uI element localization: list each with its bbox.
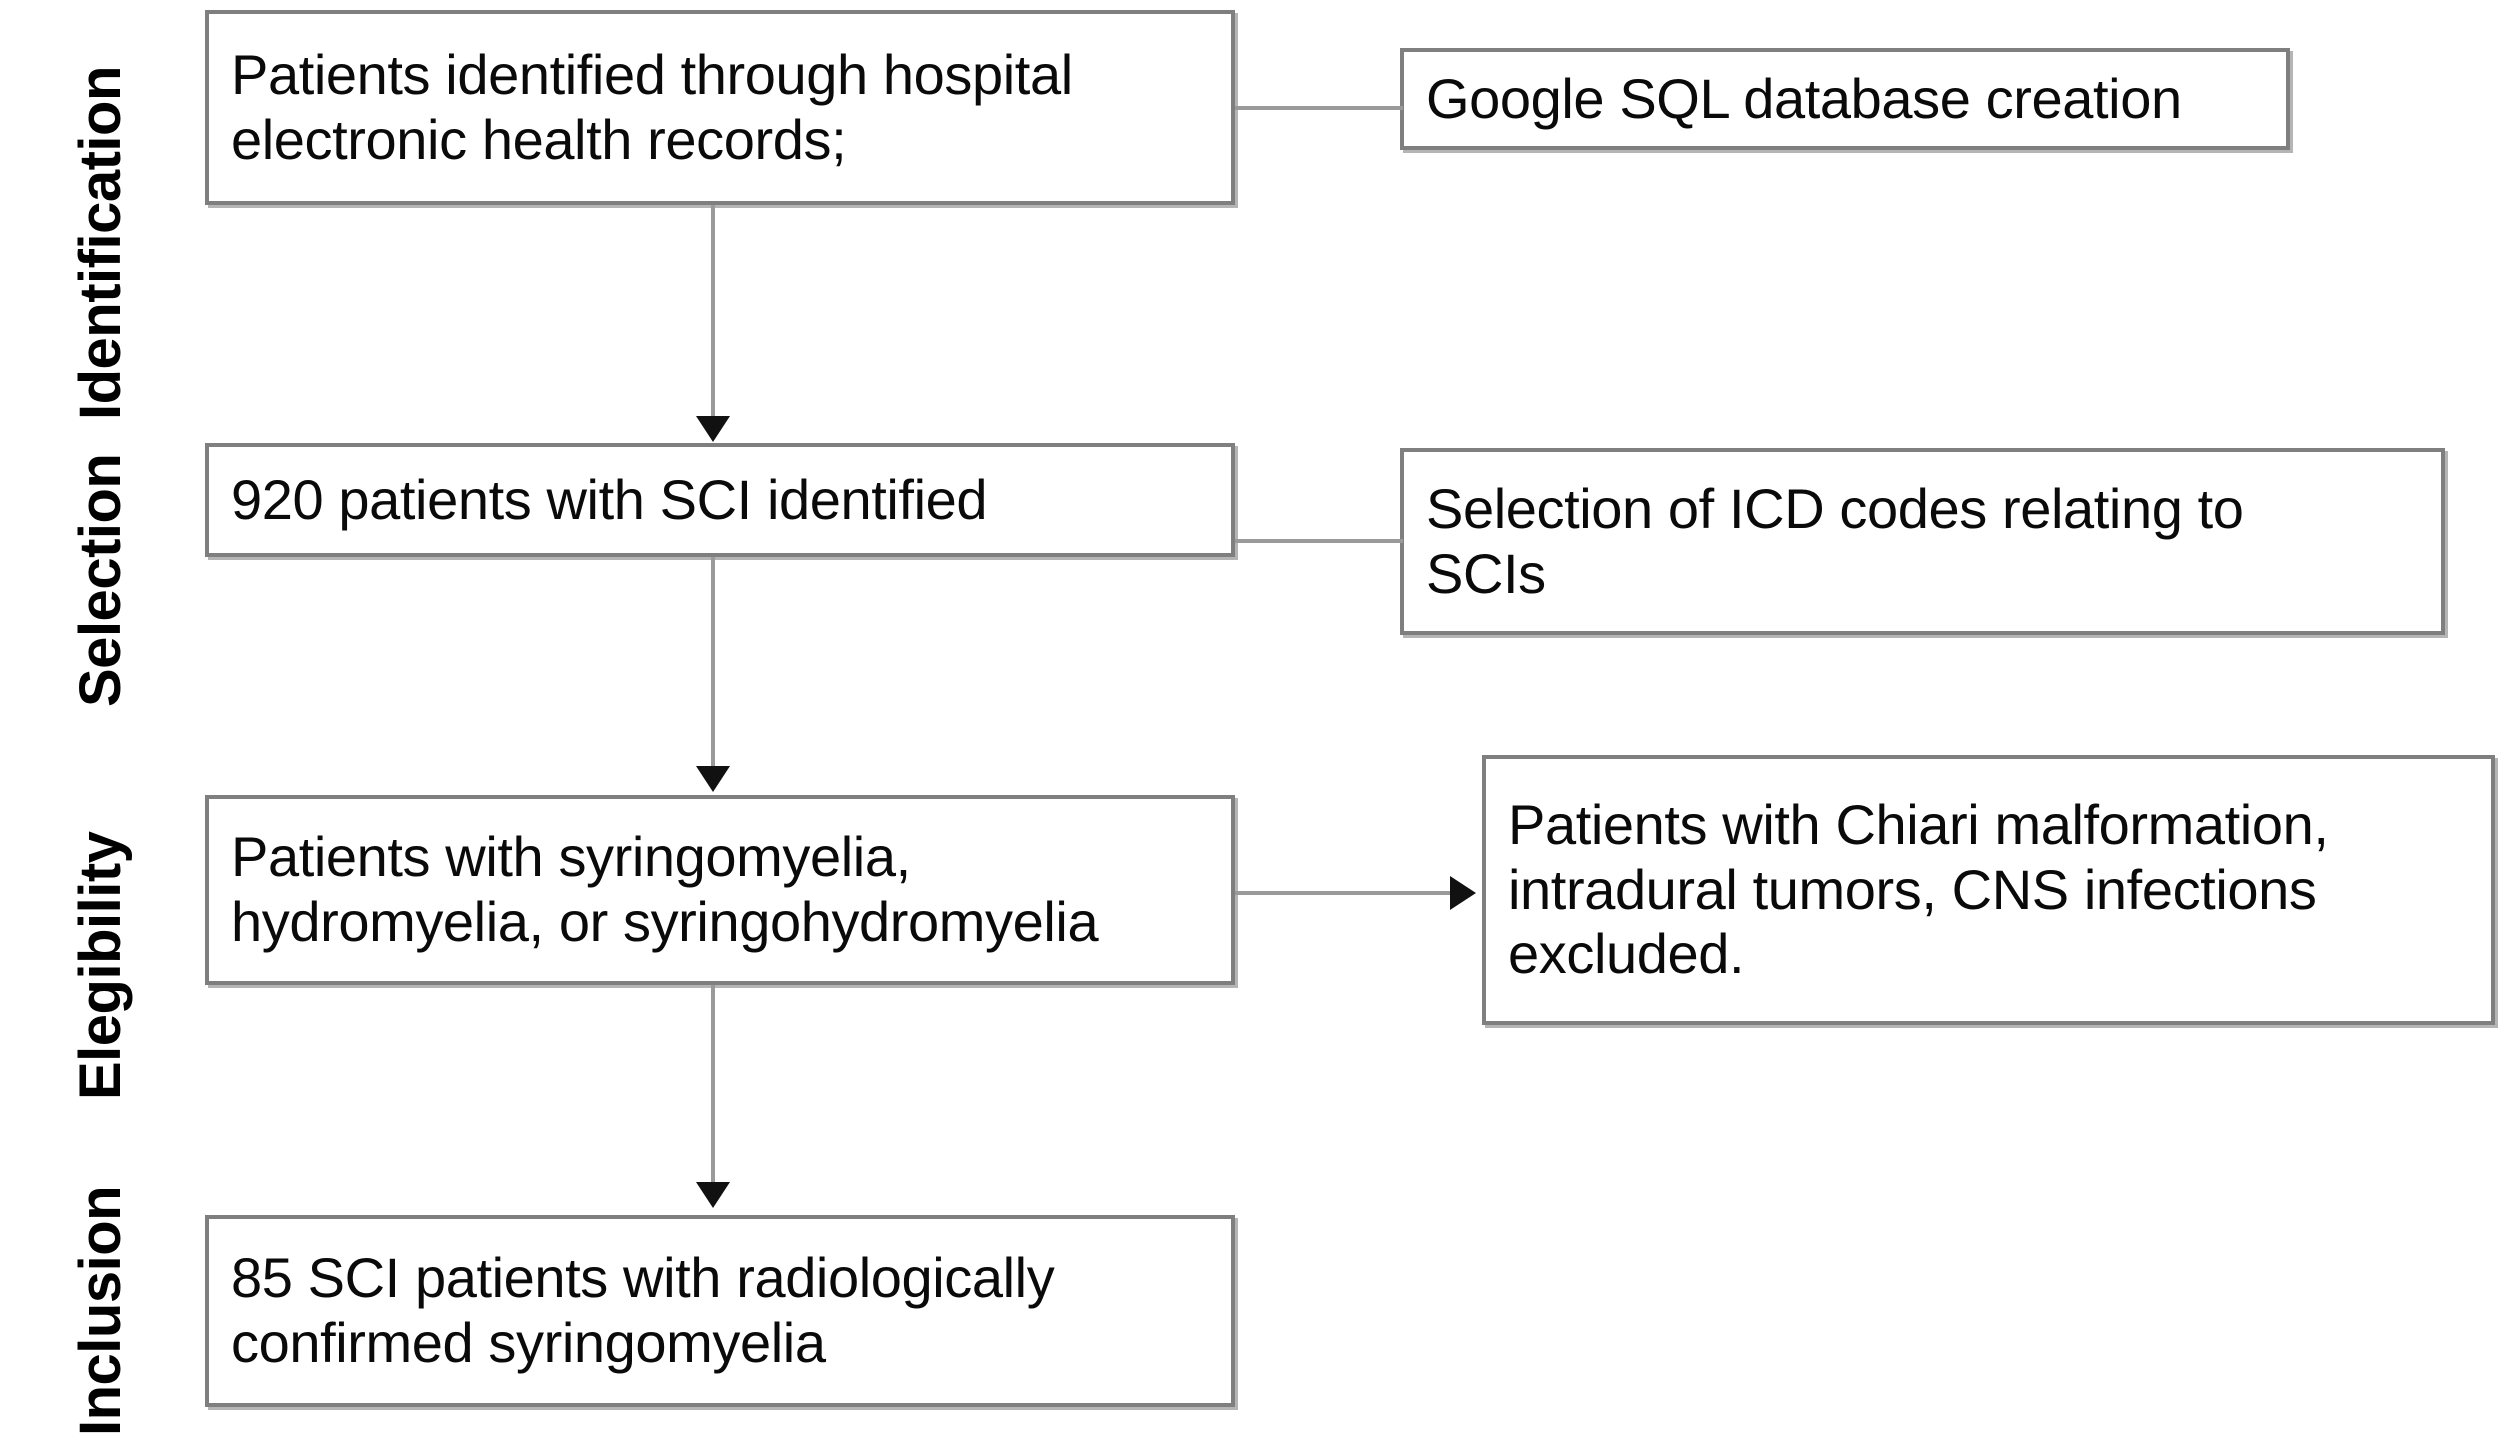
side-box-icd-codes-line1: Selection of ICD codes relating to (1426, 476, 2244, 540)
flow-box-identified-line2: electronic health records; (231, 107, 847, 171)
stage-label-inclusion: Inclusion (68, 1185, 133, 1436)
side-box-exclusions[interactable]: Patients with Chiari malformation,intrad… (1482, 755, 2495, 1025)
flow-box-920-sci-text: 920 patients with SCI identified (231, 467, 988, 531)
arrowhead-syringomyelia-to-85 (696, 1182, 730, 1208)
connector-identified-to-google-sql (1235, 106, 1403, 110)
connector-syringomyelia-to-exclusions (1235, 891, 1450, 895)
flow-box-syringomyelia[interactable]: Patients with syringomyelia,hydromyelia,… (205, 795, 1235, 985)
arrowhead-identified-to-920 (696, 416, 730, 442)
arrowhead-syringomyelia-to-exclusions (1450, 876, 1476, 910)
flow-box-syringomyelia-line1: Patients with syringomyelia, (231, 825, 911, 889)
flow-box-syringomyelia-text: Patients with syringomyelia,hydromyelia,… (209, 825, 1231, 955)
connector-920-to-syringomyelia (711, 557, 715, 769)
side-box-exclusions-line1: Patients with Chiari malformation, (1508, 792, 2329, 856)
stage-label-selection: Selection (68, 453, 133, 707)
side-box-google-sql-text: Google SQL database creation (1426, 66, 2182, 130)
side-box-exclusions-line2: intradural tumors, CNS infections (1508, 857, 2317, 921)
side-box-exclusions-text: Patients with Chiari malformation,intrad… (1486, 793, 2491, 988)
side-box-exclusions-line3: excluded. (1508, 922, 1745, 986)
connector-920-to-icd-codes (1235, 539, 1403, 543)
side-box-icd-codes-line2: SCIs (1426, 541, 1546, 605)
stage-label-identification: Identification (68, 66, 133, 420)
flow-box-85-included-line1: 85 SCI patients with radiologically (231, 1246, 1055, 1310)
flow-box-syringomyelia-line2: hydromyelia, or syringohydromyelia (231, 890, 1099, 953)
side-box-google-sql[interactable]: Google SQL database creation (1400, 48, 2290, 150)
connector-syringomyelia-to-85 (711, 985, 715, 1185)
arrowhead-920-to-syringomyelia (696, 766, 730, 792)
flow-box-identified-line1: Patients identified through hospital (231, 42, 1073, 106)
flow-box-85-included-line2: confirmed syringomyelia (231, 1311, 826, 1374)
stage-label-elegibility: Elegibility (68, 831, 133, 1100)
connector-identified-to-920 (711, 205, 715, 420)
flow-box-920-sci[interactable]: 920 patients with SCI identified (205, 443, 1235, 557)
